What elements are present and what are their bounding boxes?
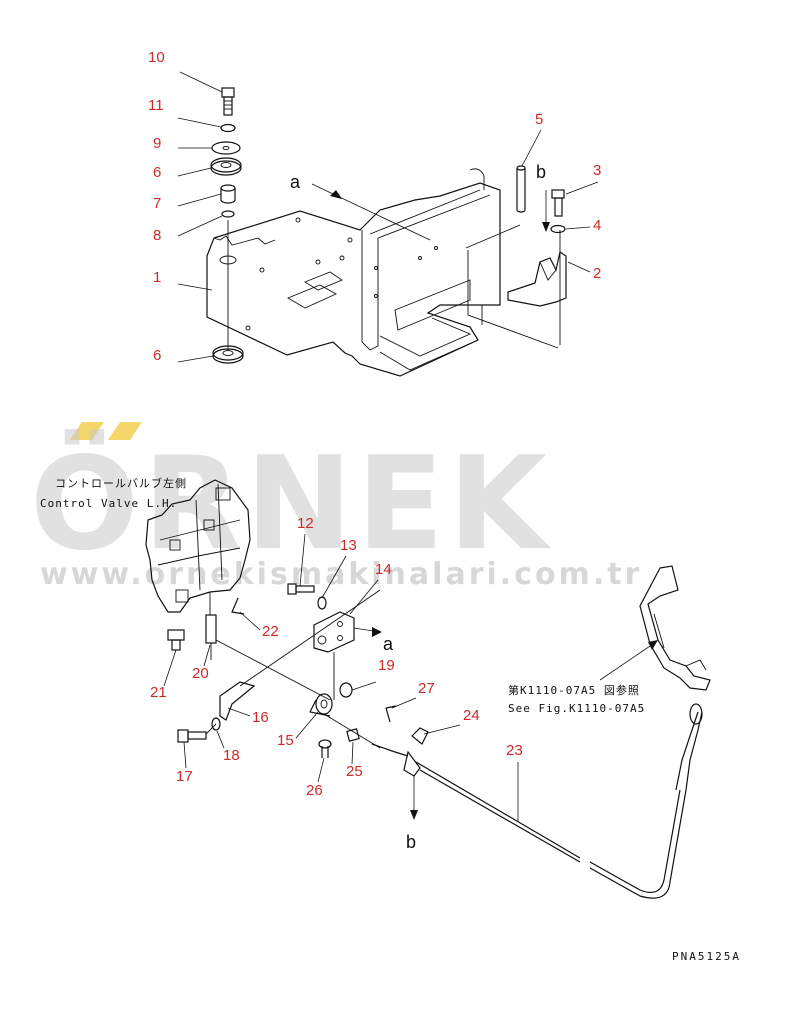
callout-11: 11 (148, 97, 164, 114)
callout-18: 18 (223, 747, 240, 764)
view-letter-a-bottom: a (383, 634, 394, 654)
figure-code: PNA5125A (672, 950, 741, 963)
callout-19: 19 (378, 657, 395, 674)
washer-part (220, 123, 236, 133)
view-letter-b-top: b (536, 162, 546, 182)
bracket-part (507, 251, 567, 307)
pin-part (516, 165, 526, 213)
callout-7: 7 (153, 195, 161, 212)
mounting-plate (206, 168, 501, 377)
link-20-part (205, 614, 217, 660)
clip-27-part (385, 705, 397, 723)
callout-16: 16 (252, 709, 269, 726)
callout-2: 2 (593, 265, 601, 282)
callout-4: 4 (593, 217, 601, 234)
callout-14: 14 (375, 561, 392, 578)
remote-lever (639, 565, 711, 691)
bolt-12-part (287, 583, 315, 595)
callout-17: 17 (176, 768, 193, 785)
callout-23: 23 (506, 742, 523, 759)
plate-washer-part (211, 141, 241, 155)
washer-13-part (317, 596, 327, 610)
cross-reference: 第K1110-07A5 図参照 See Fig.K1110-07A5 (508, 640, 658, 715)
callout-24: 24 (463, 707, 480, 724)
washer-18-part (211, 717, 221, 731)
bolt-3-part (551, 189, 565, 217)
watermark-url: www.ornekismakinalari.com.tr (40, 557, 642, 592)
watermark-accent-right (108, 422, 142, 440)
cable-23-part (371, 703, 703, 899)
cross-reference-en: See Fig.K1110-07A5 (508, 702, 645, 715)
collar-part (220, 184, 236, 204)
washer-4-part (550, 224, 566, 234)
callout-15: 15 (277, 732, 294, 749)
control-valve-label: コントロールバルブ左側 Control Valve L.H. (40, 476, 187, 510)
watermark-accent-left (70, 422, 104, 440)
callout-6-bottom: 6 (153, 347, 161, 364)
collar-19-part (339, 682, 353, 698)
callout-26: 26 (306, 782, 323, 799)
callout-6-top: 6 (153, 164, 161, 181)
callout-12: 12 (297, 515, 314, 532)
callout-25: 25 (346, 763, 363, 780)
small-washer-part (221, 210, 235, 218)
lower-callouts: 12 13 14 22 21 20 19 16 27 15 18 24 17 2… (150, 515, 523, 822)
callout-1: 1 (153, 269, 161, 286)
control-valve-label-jp: コントロールバルブ左側 (55, 476, 187, 490)
upper-assembly (206, 87, 567, 377)
view-letter-b-bottom: b (406, 832, 416, 852)
bolt-part (221, 87, 235, 116)
bolt-21-part (167, 629, 185, 651)
callout-13: 13 (340, 537, 357, 554)
view-letter-a-top: a (290, 172, 301, 192)
clip-22-part (231, 597, 245, 615)
lever-bracket-part (313, 611, 355, 653)
cross-reference-jp: 第K1110-07A5 図参照 (508, 683, 640, 697)
watermark-brand: ÖRNEK (30, 429, 552, 579)
callout-3: 3 (593, 162, 601, 179)
callout-9: 9 (153, 135, 161, 152)
block-25-part (346, 728, 360, 742)
pivot-15-part (309, 693, 333, 717)
callout-20: 20 (192, 665, 209, 682)
callout-8: 8 (153, 227, 161, 244)
clip-24-part (411, 727, 429, 745)
callout-22: 22 (262, 623, 279, 640)
lower-cushion-part (212, 345, 244, 364)
bolt-17-part (177, 729, 207, 743)
control-valve-label-en: Control Valve L.H. (40, 497, 177, 510)
cushion-part (210, 157, 242, 176)
control-valve (145, 479, 251, 615)
callout-10: 10 (148, 49, 165, 66)
watermark: ÖRNEK www.ornekismakinalari.com.tr (30, 422, 642, 592)
pin-26-part (318, 739, 332, 758)
callout-5: 5 (535, 111, 543, 128)
callout-27: 27 (418, 680, 435, 697)
callout-21: 21 (150, 684, 167, 701)
lever-16-part (219, 681, 256, 721)
upper-callouts: 10 11 9 6 7 8 1 6 5 3 4 2 (148, 49, 601, 364)
